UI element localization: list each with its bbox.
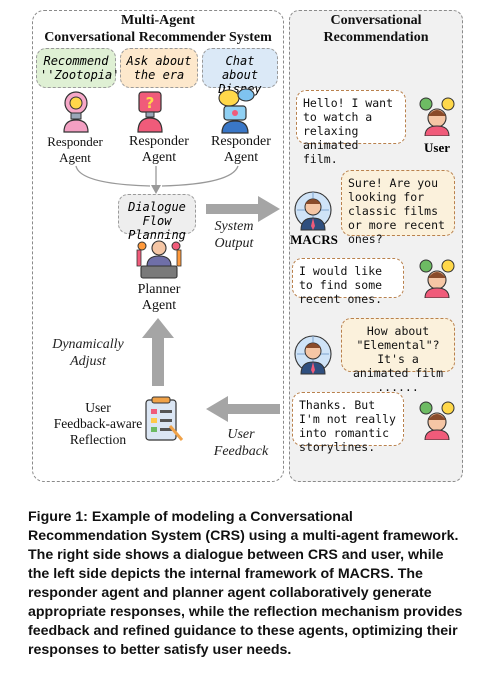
left-panel-title: Multi-Agent Conversational Recommender S… [32, 12, 284, 46]
system-output-arrow [206, 196, 280, 222]
reflection-icon [145, 396, 184, 441]
agent-message-1: Sure! Are you looking for classic films … [341, 170, 455, 246]
task-text: Recommend ''Zootopia'' [40, 54, 127, 82]
macrs-avatar-icon [294, 335, 332, 375]
user-avatar-icon [419, 259, 455, 298]
message-text: Hello! I want to watch a relaxing animat… [303, 96, 394, 166]
left-title-line1: Multi-Agent [121, 13, 195, 28]
planner-agent-label: Planner Agent [118, 282, 200, 314]
label-line: Agent [223, 150, 259, 165]
user-label: User [424, 140, 450, 155]
left-panel-frame [32, 10, 284, 482]
system-output-label: System Output [202, 218, 266, 252]
agent-message-2: How about "Elemental"? It's a animated f… [341, 318, 455, 394]
user-message-3: Thanks. But I'm not really into romantic… [292, 392, 404, 454]
converging-arrows [75, 165, 239, 194]
question-agent-icon: ? [137, 91, 163, 133]
reflection-label: User Feedback-aware Reflection [48, 400, 148, 448]
user-avatar-icon [419, 97, 455, 136]
label-line: Agent [141, 150, 177, 165]
task-bubble-ask-era: Ask about the era [120, 48, 198, 88]
left-title-line2: Conversational Recommender System [44, 30, 272, 45]
user-feedback-text: User Feedback [213, 427, 269, 459]
label-line: Reflection [69, 432, 127, 447]
task-bubble-recommend: Recommend ''Zootopia'' [36, 48, 127, 88]
user-avatar-icon [419, 401, 455, 440]
task-bubble-chat-disney: Chat about Disney [202, 48, 278, 96]
responder-agent-label-1: Responder Agent [36, 134, 114, 166]
dialogue-flow-planning-bubble: Dialogue Flow Planning [118, 194, 196, 242]
label-line: Agent [59, 150, 91, 165]
user-feedback-label: User Feedback [206, 426, 276, 460]
message-text: Thanks. But I'm not really into romantic… [299, 398, 396, 454]
svg-text:?: ? [146, 94, 155, 112]
dynamically-adjust-text: Dynamically Adjust [52, 337, 124, 369]
label-line: Agent [141, 298, 177, 313]
message-text: How about "Elemental"? It's a animated f… [352, 324, 443, 394]
user-feedback-arrow [206, 396, 280, 422]
system-output-text: System Output [214, 219, 254, 251]
macrs-avatar-icon [294, 191, 332, 231]
dynamically-adjust-label: Dynamically Adjust [40, 336, 136, 370]
message-text: I would like to find some recent ones. [299, 264, 383, 306]
figure-caption: Figure 1: Example of modeling a Conversa… [28, 509, 463, 658]
up-arrow [142, 318, 174, 386]
right-title-line1: Conversational [330, 13, 422, 28]
right-panel-title: Conversational Recommendation [289, 12, 463, 46]
user-message-1: Hello! I want to watch a relaxing animat… [296, 90, 406, 166]
label-line: Planner [137, 282, 181, 297]
message-text: Sure! Are you looking for classic films … [348, 176, 445, 246]
label-line: Responder [47, 134, 103, 149]
label-line: Responder [211, 134, 271, 149]
dialogue-flow-text: Dialogue Flow Planning [128, 200, 186, 242]
responder-agent-label-2: Responder Agent [118, 134, 200, 166]
label-line: Responder [129, 134, 189, 149]
planner-agent-icon [136, 240, 182, 279]
lightbulb-agent-icon [63, 91, 89, 133]
label-line: Feedback-aware [53, 416, 143, 431]
chat-agent-icon [218, 88, 255, 134]
responder-agent-label-3: Responder Agent [200, 134, 282, 166]
macrs-label: MACRS [290, 232, 338, 247]
task-text: Ask about the era [126, 54, 192, 82]
user-message-2: I would like to find some recent ones. [292, 258, 404, 306]
right-title-line2: Recommendation [323, 30, 429, 45]
label-line: User [85, 400, 111, 415]
